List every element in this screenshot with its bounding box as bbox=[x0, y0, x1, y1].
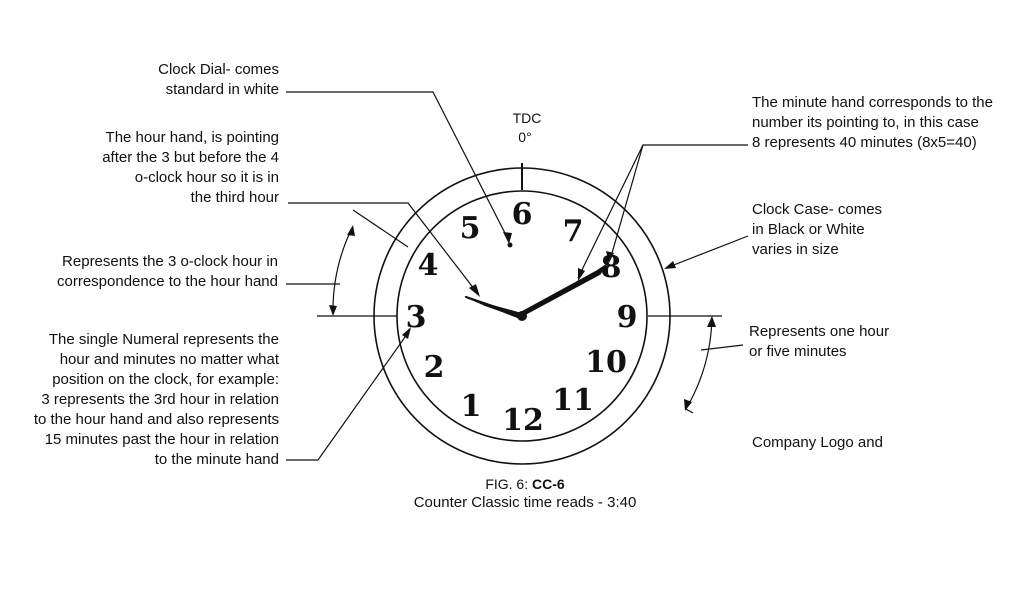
leader-lines bbox=[286, 91, 749, 461]
leader-clock-case bbox=[665, 235, 749, 269]
annotation-clock-dial: Clock Dial- comes standard in white bbox=[158, 61, 279, 98]
minute-hand bbox=[519, 264, 607, 317]
numeral-8: 8 bbox=[601, 250, 622, 285]
annotation-company-logo: Company Logo and bbox=[752, 434, 883, 451]
figure-id: CC-6 bbox=[532, 476, 565, 492]
arrowheads bbox=[329, 225, 716, 411]
tdc-degrees: 0° bbox=[518, 129, 531, 145]
reference-tick-4 bbox=[352, 209, 409, 248]
leader-minute-hand-b bbox=[609, 144, 644, 261]
numeral-9: 9 bbox=[617, 300, 638, 335]
numeral-5: 5 bbox=[460, 211, 481, 246]
annotation-minute-hand: The minute hand corresponds to the numbe… bbox=[752, 94, 993, 151]
arrowhead-hour-hand bbox=[469, 284, 480, 297]
arrowhead-arc-left-bottom bbox=[329, 305, 337, 316]
hour-hand-body bbox=[463, 296, 522, 319]
numeral-3: 3 bbox=[406, 300, 427, 335]
leader-single-numeral bbox=[286, 329, 411, 461]
arc-one-hour-left bbox=[332, 227, 353, 315]
leader-company-logo bbox=[685, 408, 694, 414]
annotation-three-oclock: Represents the 3 o-clock hour in corresp… bbox=[57, 253, 278, 290]
numeral-4: 4 bbox=[418, 248, 439, 283]
annotation-clock-case: Clock Case- comes in Black or White vari… bbox=[752, 201, 883, 258]
numeral-2: 2 bbox=[424, 350, 445, 385]
numeral-11: 11 bbox=[552, 383, 594, 418]
figure-caption-line1: FIG. 6: CC-6 bbox=[380, 476, 670, 492]
annotation-hour-hand: The hour hand, is pointing after the 3 b… bbox=[102, 129, 279, 206]
dial-reference-dot bbox=[507, 242, 513, 248]
leader-one-hour bbox=[700, 344, 744, 351]
arrowhead-dial bbox=[503, 232, 512, 244]
numeral-10: 10 bbox=[585, 345, 627, 380]
figure-caption-line2: Counter Classic time reads - 3:40 bbox=[413, 494, 637, 511]
leader-hour-hand bbox=[288, 202, 479, 295]
arrowhead-minute-b bbox=[606, 251, 614, 263]
arrowhead-arc-right-bottom bbox=[684, 399, 692, 411]
center-hub bbox=[517, 311, 527, 321]
numeral-6: 6 bbox=[512, 197, 533, 232]
numeral-7: 7 bbox=[563, 214, 584, 249]
arrowhead-minute-a bbox=[578, 268, 585, 281]
annotation-one-hour: Represents one hour or five minutes bbox=[749, 323, 890, 360]
arc-one-hour-right bbox=[685, 317, 713, 410]
figure-caption: FIG. 6: CC-6 Counter Classic time reads … bbox=[380, 476, 670, 511]
arrowhead-clock-case bbox=[664, 261, 676, 269]
tdc-label: TDC bbox=[513, 110, 542, 126]
leader-clock-dial bbox=[286, 91, 510, 242]
annotation-single-numeral: The single Numeral represents the hour a… bbox=[33, 331, 279, 468]
numeral-12: 12 bbox=[502, 403, 544, 438]
arrowhead-single-numeral bbox=[402, 327, 411, 339]
arrowhead-arc-left-top bbox=[347, 225, 355, 236]
arrowhead-arc-right-top bbox=[707, 316, 716, 327]
figure-prefix: FIG. 6: bbox=[485, 476, 532, 492]
numeral-1: 1 bbox=[461, 389, 482, 424]
